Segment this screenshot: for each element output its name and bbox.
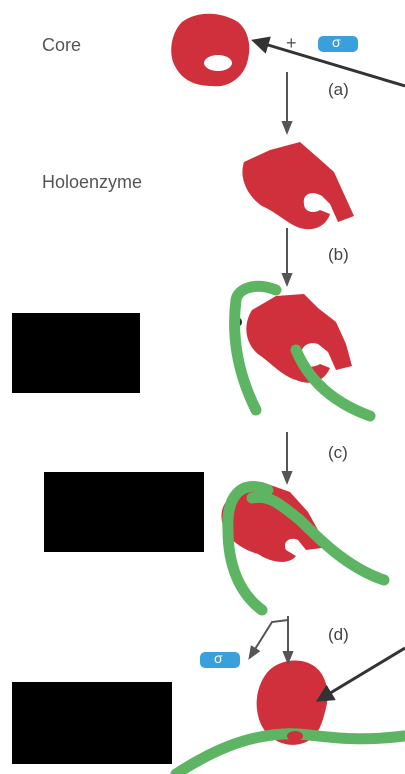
- plus-sign: +: [286, 33, 297, 54]
- holoenzyme-shape: [242, 142, 354, 229]
- open-complex: [221, 482, 384, 610]
- redaction-box-1: [12, 313, 140, 393]
- step-b-label: (b): [328, 245, 349, 265]
- step-c-label: (c): [328, 443, 348, 463]
- pointer-arrow-bottom: [322, 648, 405, 698]
- redaction-box-3: [12, 682, 172, 764]
- core-label: Core: [42, 35, 81, 56]
- holoenzyme-label: Holoenzyme: [42, 172, 142, 193]
- core-active-site: [204, 55, 232, 71]
- closed-complex: [232, 286, 370, 416]
- redaction-box-2: [44, 472, 204, 552]
- core-enzyme-shape: [171, 14, 249, 87]
- sigma-symbol-top: σ: [332, 34, 341, 50]
- sigma-symbol-bottom: σ: [214, 650, 223, 666]
- step-a-label: (a): [328, 80, 349, 100]
- arrow-sigma-release: [252, 620, 288, 654]
- elongating-core: [176, 660, 404, 774]
- step-d-label: (d): [328, 625, 349, 645]
